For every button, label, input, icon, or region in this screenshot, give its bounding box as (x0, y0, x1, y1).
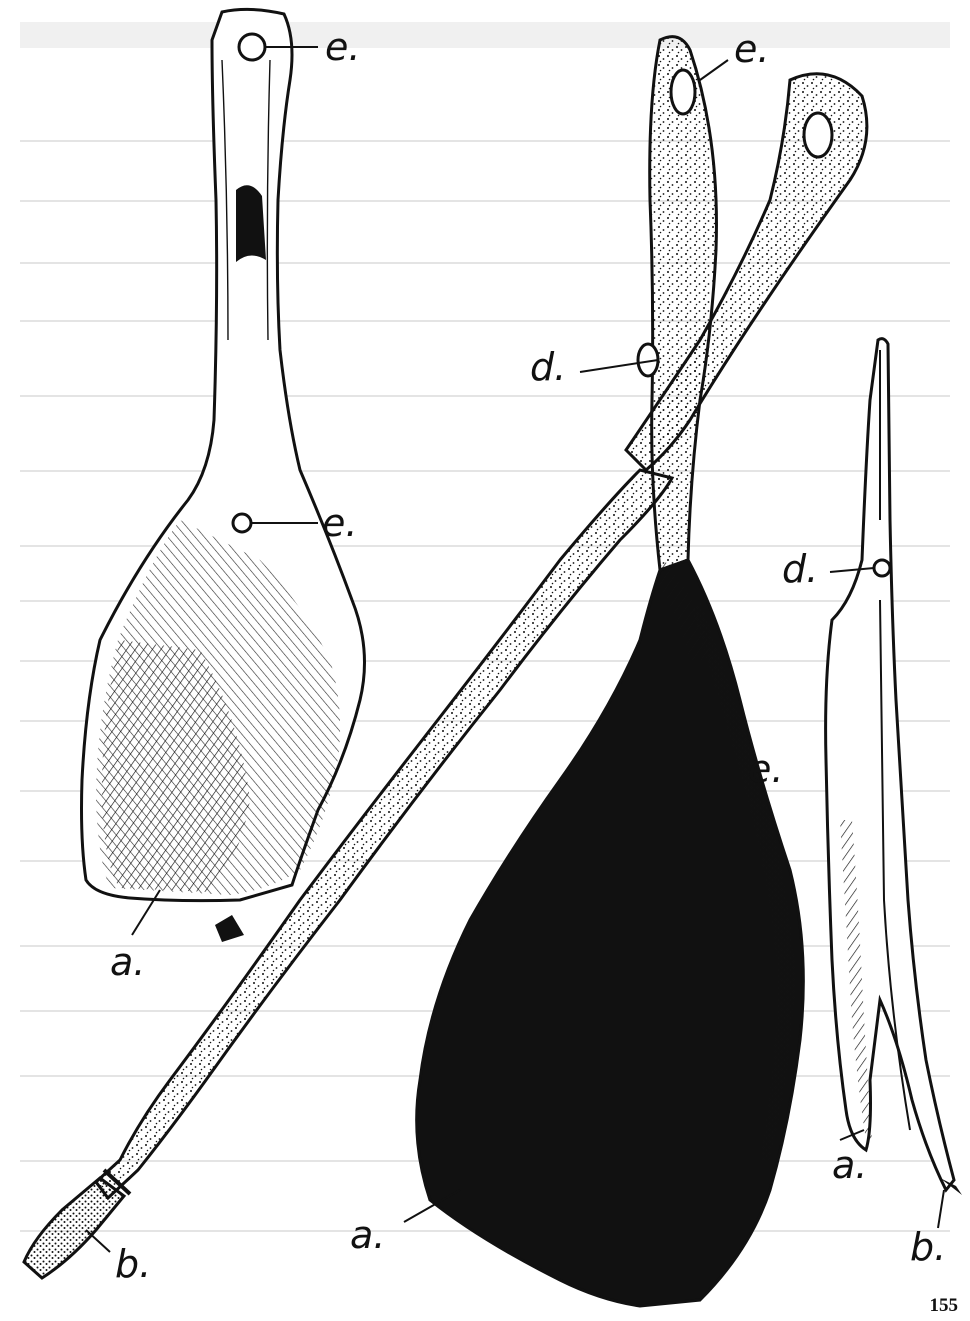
label-d-center: d. (530, 345, 566, 389)
narrow-tool-outline (826, 339, 954, 1190)
label-a-right: a. (832, 1143, 867, 1187)
label-b-right: b. (910, 1225, 946, 1269)
label-e-mid-left: e. (322, 501, 357, 545)
label-a-center: a. (350, 1213, 385, 1257)
leader-line (86, 1230, 110, 1252)
page-number: 155 (930, 1295, 959, 1317)
hole-icon (239, 34, 265, 60)
blade-upper-tang (650, 37, 717, 570)
left-paddle-tang-shade (236, 185, 266, 262)
left-paddle-chip (215, 915, 244, 942)
label-d-right: d. (782, 547, 818, 591)
leader-line (938, 1190, 944, 1228)
left-paddle (82, 9, 365, 942)
hole-icon (671, 70, 695, 114)
label-a-left: a. (110, 940, 145, 984)
label-e-top-left: e. (325, 25, 360, 69)
label-b-left: b. (115, 1242, 151, 1286)
label-e-top-center: e. (734, 27, 769, 71)
hole-icon (874, 560, 890, 576)
hole-icon (233, 514, 251, 532)
narrow-tool (826, 339, 962, 1195)
leader-line (700, 60, 728, 80)
label-e-center: e. (748, 747, 783, 791)
hole-icon (804, 113, 832, 157)
handle-tip (24, 1178, 124, 1278)
